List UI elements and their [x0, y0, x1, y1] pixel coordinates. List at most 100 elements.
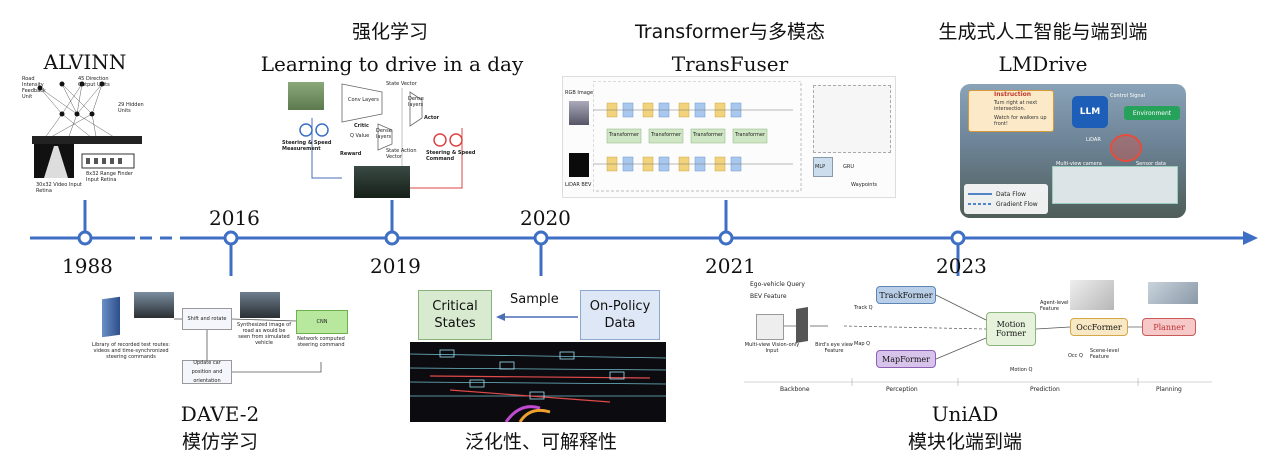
lmdrive-figure: Instruction Turn right at next intersect…	[960, 84, 1186, 218]
year-2020: 2020	[520, 206, 571, 230]
lmdrive-label-sensor: Sensor data	[1136, 161, 1166, 167]
uniad-label-scene: Scene-level Feature	[1090, 348, 1119, 360]
lmdrive-instruction-box	[968, 90, 1054, 132]
lmdrive-multiview-strip	[1052, 166, 1178, 204]
uniad-label-planning: Planning	[1156, 386, 1182, 393]
uniad-motionformer-box: Motion Former	[986, 312, 1036, 346]
dave2-figure: Library of recorded test routes: videos …	[86, 292, 386, 392]
node-2021	[718, 230, 734, 246]
node-2019	[384, 230, 400, 246]
alvinn-label-video: 30x32 Video Input Retina	[36, 182, 82, 194]
transfuser-label-tf4: Transformer	[735, 132, 766, 138]
uniad-label-mapq: Map Q	[854, 341, 871, 347]
rl-label-actor: Actor	[424, 115, 440, 121]
uniad-occformer-box: OccFormer	[1070, 318, 1128, 336]
rl-camera-image	[288, 82, 324, 110]
uniad-occ-image	[1070, 280, 1114, 310]
alvinn-label-output: 45 Direction Output Units	[78, 76, 110, 88]
transfuser-lidar-image	[569, 153, 589, 177]
transfuser-label-tf1: Transformer	[609, 132, 640, 138]
rl-figure: Conv Layers State Vector Dense layers Ac…	[282, 78, 492, 198]
transfuser-label-mlp: MLP	[815, 164, 826, 170]
lmdrive-environment-box: Environment	[1124, 106, 1180, 120]
rl-label-dense1: Dense layers	[408, 96, 424, 108]
lmdrive-label-watch: Watch for walkers up front!	[994, 115, 1047, 127]
lmdrive-title-cn: 生成式人工智能与端到端	[938, 21, 1148, 43]
uniad-label-occq: Occ Q	[1068, 353, 1083, 359]
rl-road-image	[354, 166, 410, 198]
alvinn-figure: Road Intensity Feedback Unit 45 Directio…	[22, 74, 152, 206]
year-2021: 2021	[705, 254, 756, 278]
rl-label-reward: Reward	[340, 151, 362, 157]
uniad-label-bevfeat: Bird's eye view Feature	[815, 342, 853, 354]
onpolicy-data-box: On-Policy Data	[580, 290, 660, 340]
dave2-arrows	[174, 318, 322, 373]
uniad-mapformer-box: MapFormer	[876, 350, 936, 368]
transfuser-mlp-box	[813, 157, 833, 177]
lmdrive-label-turn: Turn right at next intersection.	[994, 100, 1038, 112]
uniad-label-input: Multi-view Vision-only Input	[744, 342, 800, 354]
uniad-label-backbone: Backbone	[780, 386, 810, 393]
dave2-shift-box: Shift and rotate	[182, 308, 232, 330]
uniad-label-prediction: Prediction	[1030, 386, 1060, 393]
year-1988: 1988	[62, 254, 113, 278]
uniad-label-bev: BEV Feature	[750, 293, 787, 300]
lmdrive-legend	[964, 184, 1048, 214]
critical-states-box: Critical States	[418, 290, 492, 340]
uniad-label-agent: Agent-level Feature	[1040, 300, 1069, 312]
rl-label-measurement: Steering & Speed Measurement	[282, 140, 332, 152]
alvinn-label-feedback: Road Intensity Feedback Unit	[22, 76, 46, 100]
dave2-road-image-1	[134, 292, 174, 318]
rl-label-conv: Conv Layers	[348, 97, 379, 103]
year-2019: 2019	[370, 254, 421, 278]
dave2-label-synth: Synthesized image of road as would be se…	[237, 322, 291, 346]
lmdrive-label-multiview: Multi-view camera	[1056, 161, 1102, 167]
transfuser-zoom-panel	[813, 85, 891, 153]
policy-lidar-lines	[410, 349, 666, 422]
rl-label-qvalue: Q Value	[350, 133, 370, 139]
lmdrive-llm-box: LLM	[1072, 96, 1108, 128]
rl-title-cn: 强化学习	[351, 21, 428, 43]
alvinn-label-hidden: 29 Hidden Units	[118, 102, 144, 114]
rl-label-state-action: State Action Vector	[386, 148, 417, 160]
uniad-trackformer-box: TrackFormer	[876, 286, 936, 304]
lmdrive-legend-lines	[968, 193, 992, 205]
node-2023	[950, 230, 966, 246]
rl-label-state: State Vector	[386, 81, 417, 87]
transfuser-label-tf2: Transformer	[651, 132, 682, 138]
uniad-title-cn: 模块化端到端	[907, 431, 1022, 453]
lmdrive-title-en: LMDrive	[998, 52, 1088, 76]
lmdrive-sensor-icon	[1110, 134, 1142, 162]
lmdrive-label-gradflow: Gradient Flow	[996, 201, 1038, 208]
dave2-label-library: Library of recorded test routes: videos …	[92, 342, 170, 360]
year-2023: 2023	[936, 254, 987, 278]
node-1988	[77, 230, 93, 246]
uniad-planner-box: Planner	[1142, 318, 1196, 336]
sample-arrow	[496, 313, 578, 321]
uniad-label-motionq: Motion Q	[1010, 367, 1033, 373]
timeline-arrowhead	[1243, 231, 1258, 245]
uniad-label-perception: Perception	[886, 386, 918, 393]
uniad-plan-image	[1148, 282, 1198, 304]
dave2-road-image-2	[240, 292, 280, 318]
transfuser-diagram	[593, 81, 802, 192]
rl-label-critic: Critic	[354, 123, 369, 129]
alvinn-label-range: 8x32 Range Finder Input Retina	[86, 171, 133, 183]
dave2-cnn-box: CNN	[296, 310, 348, 334]
transfuser-rgb-image	[569, 101, 589, 125]
uniad-label-ego: Ego-vehicle Query	[750, 281, 805, 288]
dave2-title-en: DAVE-2	[180, 402, 260, 426]
rl-label-command: Steering & Speed Command	[426, 150, 476, 162]
transfuser-title-en: TransFuser	[671, 52, 789, 76]
uniad-label-trackq: Track Q	[854, 305, 873, 311]
rl-label-dense2: Dense layers	[376, 128, 392, 140]
policy-lidar-image	[410, 342, 666, 422]
alvinn-network-diagram	[32, 81, 142, 178]
transfuser-label-rgb: RGB Image	[565, 90, 594, 96]
transfuser-title-cn: Transformer与多模态	[634, 21, 825, 43]
lmdrive-label-dataflow: Data Flow	[996, 191, 1026, 198]
dave2-title-cn: 模仿学习	[181, 431, 258, 453]
transfuser-label-waypoints: Waypoints	[851, 182, 878, 188]
year-2016: 2016	[209, 206, 260, 230]
